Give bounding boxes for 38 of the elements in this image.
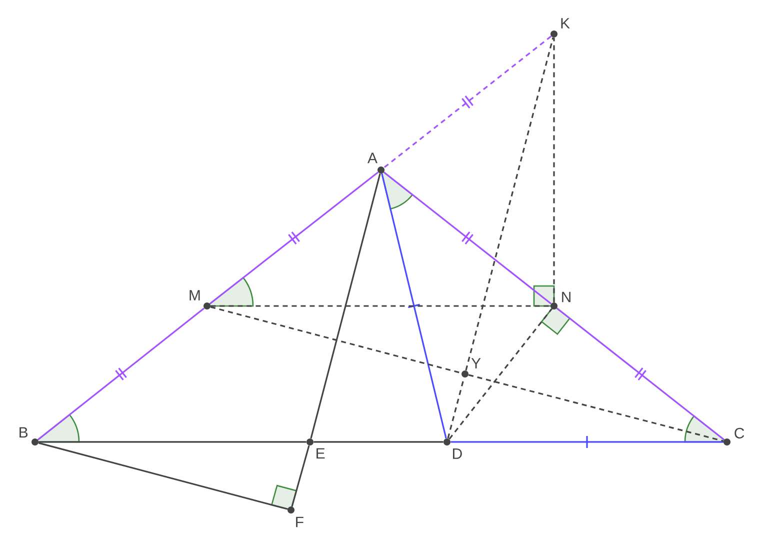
node-label: E bbox=[316, 448, 325, 459]
line-segment bbox=[310, 173, 381, 439]
node-label: D bbox=[452, 448, 462, 459]
line-segment bbox=[468, 374, 724, 442]
point: Y bbox=[462, 358, 481, 378]
line-segment bbox=[381, 173, 447, 439]
point: E bbox=[306, 438, 325, 459]
node-label: N bbox=[562, 292, 570, 302]
point: F bbox=[288, 506, 304, 528]
line-segment bbox=[556, 308, 725, 440]
line-segment bbox=[38, 441, 306, 443]
node-label: K bbox=[561, 18, 570, 28]
line-segment bbox=[37, 308, 205, 440]
line-segment bbox=[383, 172, 552, 304]
point: K bbox=[550, 18, 570, 38]
line-segment bbox=[210, 305, 550, 307]
line-segment bbox=[465, 37, 554, 371]
point: C bbox=[724, 428, 744, 446]
point: M bbox=[190, 290, 210, 310]
point: B bbox=[20, 427, 38, 446]
line-segment bbox=[291, 445, 310, 507]
point: D bbox=[444, 438, 462, 459]
line-segment bbox=[209, 172, 379, 304]
point: A bbox=[368, 152, 384, 174]
point: N bbox=[550, 292, 570, 310]
node-label: B bbox=[20, 427, 28, 438]
line-segment bbox=[553, 38, 555, 302]
line-segment bbox=[210, 306, 462, 374]
line-segment bbox=[448, 308, 552, 440]
line-segment bbox=[383, 36, 552, 168]
node-label: F bbox=[296, 516, 304, 528]
node-label: M bbox=[190, 290, 200, 300]
node-label: C bbox=[734, 428, 744, 438]
line-segment bbox=[314, 441, 444, 443]
node-label: A bbox=[368, 152, 378, 164]
line-segment bbox=[38, 442, 288, 510]
line-segment bbox=[450, 441, 724, 443]
node-label: Y bbox=[471, 358, 481, 368]
